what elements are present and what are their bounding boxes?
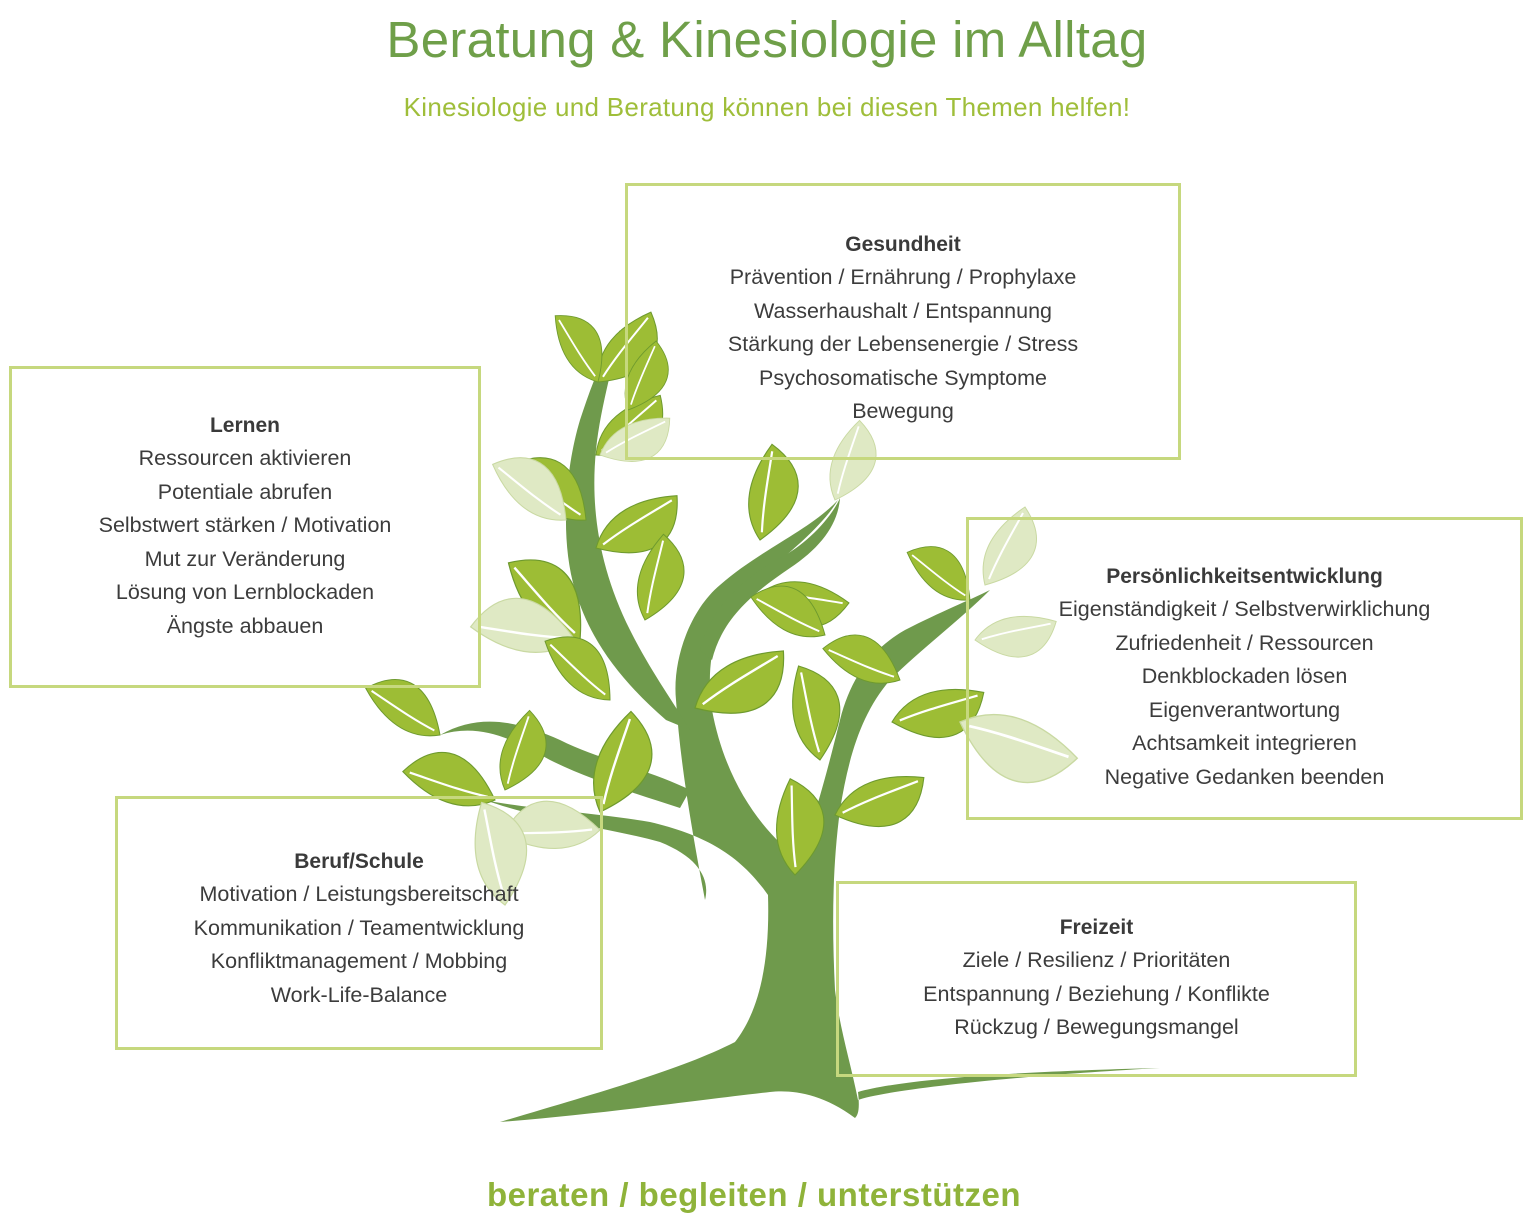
topic-box-beruf-schule: Beruf/Schule Motivation / Leistungsberei… (115, 796, 603, 1050)
topic-heading: Persönlichkeitsentwicklung (1106, 565, 1383, 588)
topic-line: Motivation / Leistungsbereitschaft (199, 882, 519, 906)
topic-heading: Beruf/Schule (294, 850, 424, 873)
topic-line: Work-Life-Balance (270, 982, 448, 1007)
page-title: Beratung & Kinesiologie im Alltag (386, 11, 1148, 68)
topic-line: Selbstwert stärken / Motivation (98, 513, 392, 537)
topic-heading: Lernen (209, 414, 280, 437)
topic-line: Entspannung / Beziehung / Konflikte (923, 981, 1270, 1006)
topic-line: Eigenverantwortung (1148, 697, 1341, 722)
topic-box-freizeit: Freizeit Ziele / Resilienz / Prioritäten… (836, 881, 1357, 1077)
topic-line: Eigenständigkeit / Selbstverwirklichung (1058, 597, 1431, 621)
topic-line: Achtsamkeit integrieren (1132, 731, 1357, 755)
topic-line: Bewegung (852, 399, 954, 423)
topic-line: Zufriedenheit / Ressourcen (1115, 630, 1374, 655)
topic-line: Stärkung der Lebensenergie / Stress (727, 332, 1079, 356)
footer-tagline: beraten / begleiten / unterstützen (486, 1176, 1022, 1213)
topic-line: Ziele / Resilienz / Prioritäten (962, 948, 1231, 972)
topic-line: Ressourcen aktivieren (138, 446, 352, 470)
topic-line: Kommunikation / Teamentwicklung (193, 915, 525, 940)
topic-box-persoenlichkeitsentwicklung: Persönlichkeitsentwicklung Eigenständigk… (966, 517, 1523, 820)
topic-line: Prävention / Ernährung / Prophylaxe (729, 265, 1077, 289)
topic-line: Wasserhaushalt / Entspannung (754, 298, 1052, 323)
topic-line: Lösung von Lernblockaden (115, 580, 375, 604)
topic-line: Mut zur Veränderung (144, 546, 346, 571)
topic-line: Psychosomatische Symptome (759, 365, 1047, 390)
topic-line: Potentiale abrufen (157, 479, 333, 504)
page-subtitle: Kinesiologie und Beratung können bei die… (403, 92, 1131, 122)
topic-line: Negative Gedanken beenden (1104, 764, 1385, 789)
topic-line: Rückzug / Bewegungsmangel (954, 1015, 1239, 1039)
topic-heading: Freizeit (1059, 916, 1134, 939)
topic-box-lernen: Lernen Ressourcen aktivieren Potentiale … (9, 366, 481, 688)
topic-heading: Gesundheit (845, 233, 961, 256)
topic-line: Denkblockaden lösen (1141, 664, 1348, 688)
topic-line: Konfliktmanagement / Mobbing (210, 949, 508, 973)
topic-box-gesundheit: Gesundheit Prävention / Ernährung / Prop… (625, 183, 1181, 460)
topic-line: Ängste abbauen (166, 613, 324, 638)
